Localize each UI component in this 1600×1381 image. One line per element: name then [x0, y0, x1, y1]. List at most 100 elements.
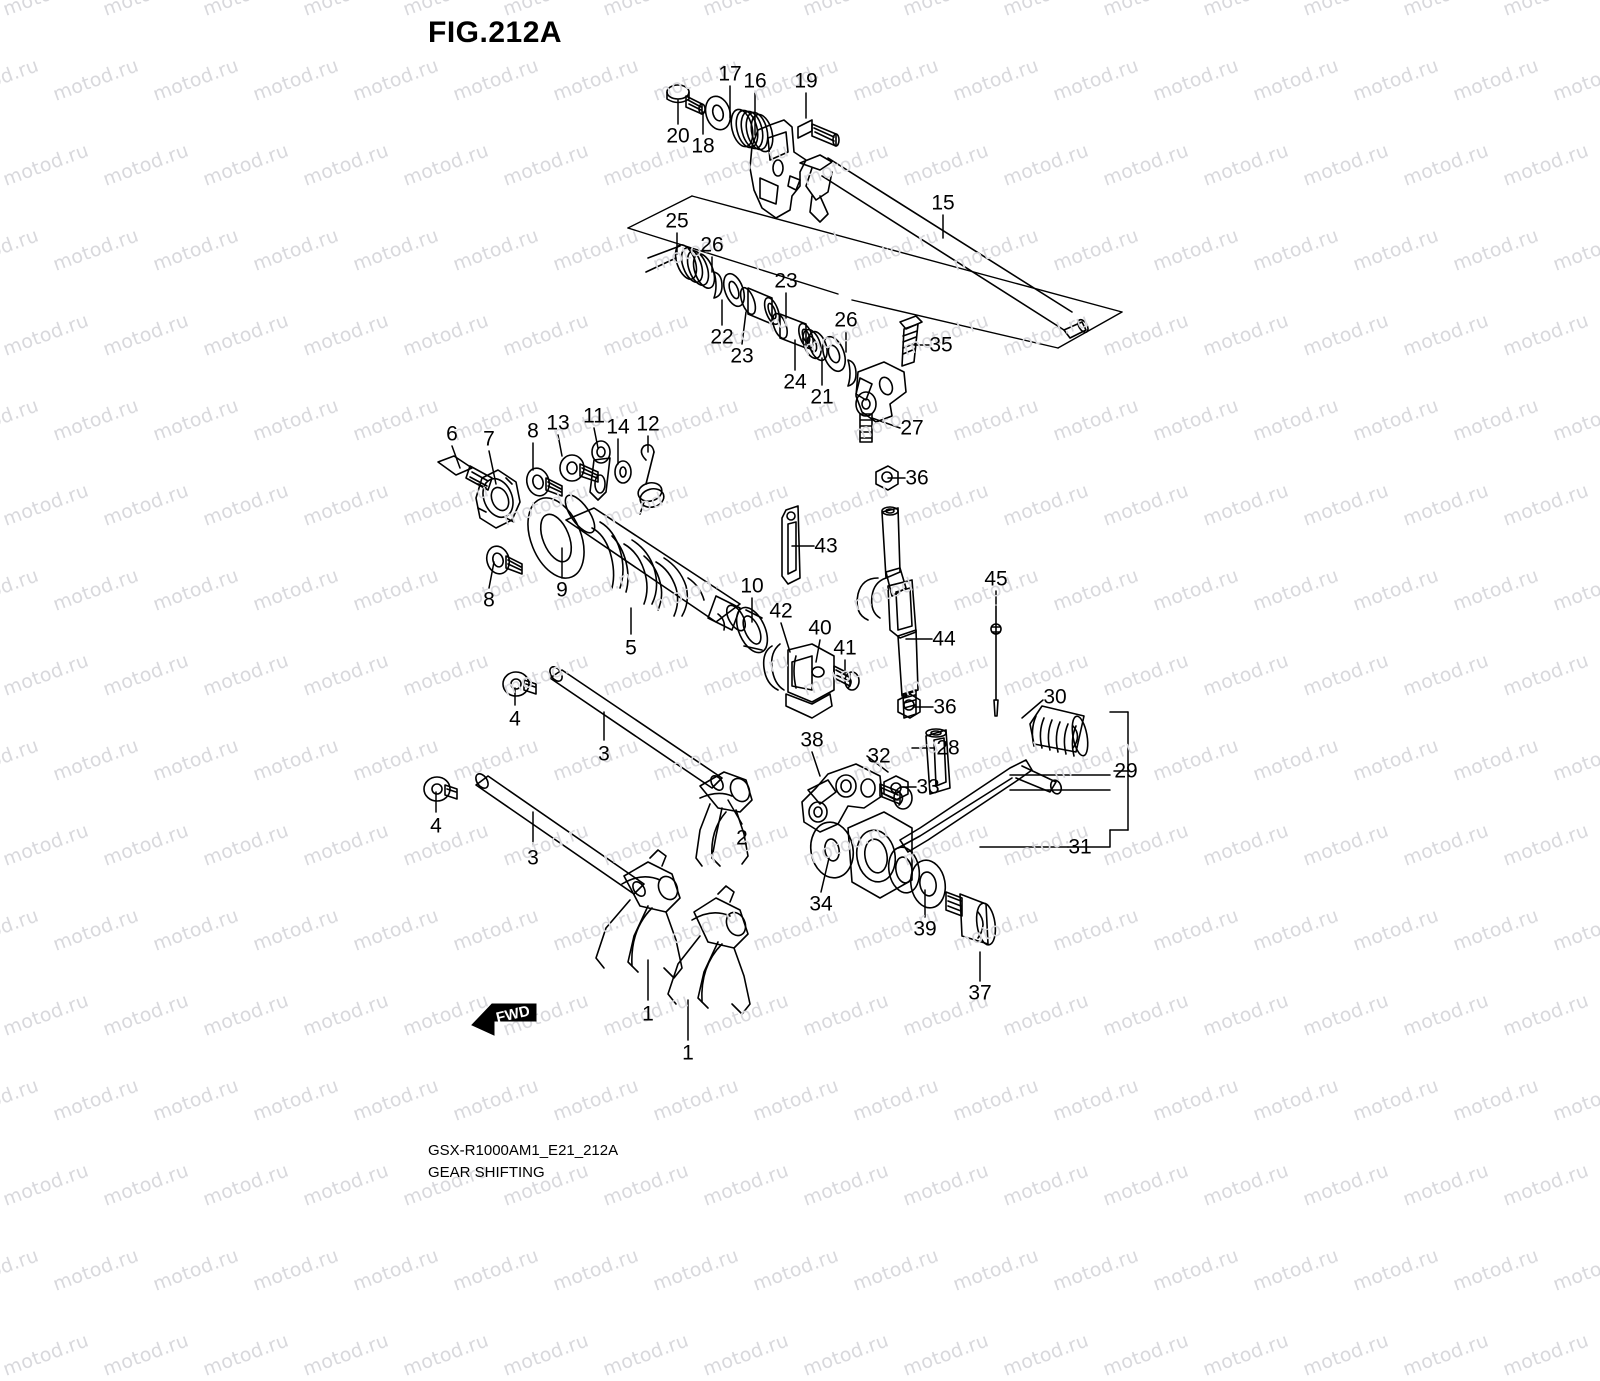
callout-number-25: 25	[665, 209, 689, 233]
callout-number-26: 26	[834, 308, 858, 332]
part-15-shift-shaft	[799, 154, 1089, 339]
part-16-stopper-plate	[749, 119, 807, 219]
part-13-bolt	[559, 454, 599, 483]
watermark-text: motod.ru	[250, 1244, 342, 1296]
callout-number-35: 35	[929, 333, 953, 357]
part-26-circlip-right	[847, 359, 857, 387]
part-43-plate	[781, 505, 801, 585]
callout-number-26: 26	[700, 233, 724, 257]
part-41-bolt	[833, 665, 860, 691]
watermark-text: motod.ru	[300, 1329, 392, 1381]
callout-number-24: 24	[783, 370, 807, 394]
watermark-text: motod.ru	[1400, 1329, 1492, 1381]
part-39-washer	[909, 859, 947, 909]
callout-number-31: 31	[1068, 835, 1092, 859]
callout-number-1: 1	[682, 1041, 694, 1065]
part-25-spring	[645, 244, 716, 289]
watermark-text: motod.ru	[1200, 1329, 1292, 1381]
callout-number-3: 3	[598, 742, 610, 766]
callout-number-43: 43	[814, 534, 838, 558]
watermark-text: motod.ru	[1550, 1244, 1600, 1296]
part-30-footpeg	[1029, 705, 1089, 757]
callout-number-18: 18	[691, 134, 715, 158]
watermark-text: motod.ru	[1250, 1244, 1342, 1296]
watermark-text: motod.ru	[1000, 1329, 1092, 1381]
part-22-washer	[722, 272, 746, 308]
fwd-direction-marker: FWD	[471, 1002, 537, 1036]
part-28-spacer	[925, 728, 951, 795]
callout-number-17: 17	[718, 62, 742, 86]
part-8-bolt-upper	[525, 467, 563, 497]
part-21-washer	[821, 335, 847, 373]
watermark-text: motod.ru	[1450, 1244, 1542, 1296]
watermark-text: motod.ru	[350, 1244, 442, 1296]
figure-caption: GSX-R1000AM1_E21_212A GEAR SHIFTING	[428, 1140, 618, 1184]
part-11-stopper-arm	[589, 440, 611, 501]
callout-number-20: 20	[666, 124, 690, 148]
watermark-text: motod.ru	[700, 1329, 792, 1381]
part-2-shift-fork	[695, 771, 753, 867]
callout-number-44: 44	[932, 627, 956, 651]
callout-number-4: 4	[430, 814, 442, 838]
watermark-text: motod.ru	[500, 1329, 592, 1381]
callout-number-42: 42	[769, 599, 793, 623]
watermark-text: motod.ru	[50, 1244, 142, 1296]
watermark-text: motod.ru	[400, 1329, 492, 1381]
part-gear-lever-boss	[847, 811, 913, 899]
callout-number-40: 40	[808, 616, 832, 640]
caption-name: GEAR SHIFTING	[428, 1163, 545, 1181]
reference-plane	[627, 195, 1123, 349]
part-8-bolt-lower	[485, 545, 523, 575]
callout-number-23: 23	[730, 344, 754, 368]
callout-number-13: 13	[546, 411, 570, 435]
part-19-pin	[797, 119, 840, 147]
watermark-text: motod.ru	[1100, 1329, 1192, 1381]
watermark-text: motod.ru	[100, 1329, 192, 1381]
part-23-bushing-b	[772, 312, 814, 350]
callout-number-1: 1	[642, 1002, 654, 1026]
callout-number-34: 34	[809, 892, 833, 916]
callout-number-9: 9	[556, 578, 568, 602]
part-42-clip	[762, 643, 785, 691]
callout-number-10: 10	[740, 574, 764, 598]
callout-number-15: 15	[931, 191, 955, 215]
callout-number-36: 36	[905, 466, 929, 490]
callout-number-5: 5	[625, 636, 637, 660]
watermark-text: motod.ru	[950, 1244, 1042, 1296]
callout-number-2: 2	[736, 826, 748, 850]
part-23-bushing-a	[739, 286, 781, 326]
part-27-shift-arm	[855, 361, 907, 443]
parts-diagram	[423, 84, 1129, 1041]
watermark-text: motod.ru	[1500, 1329, 1592, 1381]
part-1-shift-fork-right	[667, 885, 751, 1015]
watermark-text: motod.ru	[150, 1244, 242, 1296]
bracket-29	[1109, 711, 1129, 831]
part-45-pin	[990, 605, 1002, 717]
watermark-text: motod.ru	[1350, 1244, 1442, 1296]
watermark-text: motod.ru	[800, 1329, 892, 1381]
callout-number-27: 27	[900, 416, 924, 440]
callout-number-8: 8	[527, 419, 539, 443]
part-5-gearshift-cam	[564, 494, 747, 632]
part-34-washer	[809, 821, 855, 879]
part-4-bolt-upper	[502, 671, 537, 697]
part-26-circlip-left	[713, 271, 723, 299]
callout-number-28: 28	[936, 736, 960, 760]
watermark-text: motod.ru	[200, 1329, 292, 1381]
callout-number-45: 45	[984, 567, 1008, 591]
watermark-text: motod.ru	[650, 1244, 742, 1296]
part-3-fork-shaft-lower	[475, 773, 646, 897]
watermark-text: motod.ru	[1150, 1244, 1242, 1296]
watermark-text: motod.ru	[900, 1329, 992, 1381]
callout-number-7: 7	[483, 427, 495, 451]
callout-number-21: 21	[810, 385, 834, 409]
callout-number-38: 38	[800, 728, 824, 752]
callout-number-8: 8	[483, 588, 495, 612]
watermark-text: motod.ru	[750, 1244, 842, 1296]
part-24-bearing	[802, 328, 828, 362]
part-14-washer	[614, 460, 632, 484]
callout-number-4: 4	[509, 707, 521, 731]
part-36-nut-lower	[897, 693, 921, 719]
callout-number-11: 11	[583, 404, 605, 428]
